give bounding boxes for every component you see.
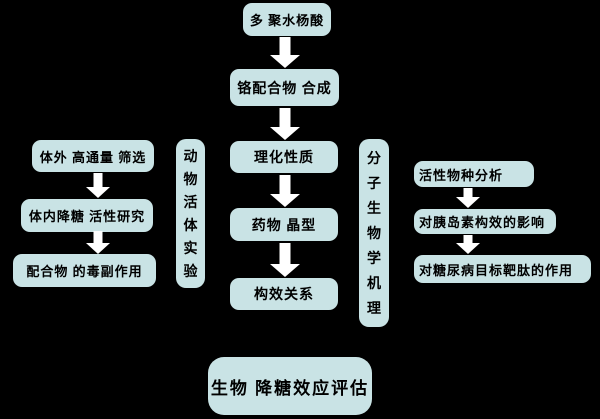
vertical-char: 机 <box>367 277 381 292</box>
vertical-char: 物 <box>367 227 381 242</box>
node-complex-toxicity: 配合物 的毒副作用 <box>13 254 156 287</box>
down-arrow-icon <box>270 108 300 140</box>
down-arrow-icon <box>270 175 300 207</box>
arrow-head <box>270 264 300 277</box>
node-biological-hypoglycemic-evaluation: 生物 降糖效应评估 <box>208 357 372 415</box>
node-in-vitro-high-throughput-screening: 体外 高通量 筛选 <box>32 140 154 172</box>
vertical-char: 子 <box>367 177 381 192</box>
down-arrow-icon <box>86 173 110 198</box>
arrow-head <box>86 187 110 198</box>
vertical-char: 物 <box>183 173 198 188</box>
node-in-vivo-hypoglycemic-activity: 体内降糖 活性研究 <box>21 199 153 232</box>
arrow-head <box>270 194 300 207</box>
node-physicochemical-properties: 理化性质 <box>230 141 338 173</box>
down-arrow-icon <box>270 243 300 277</box>
vertical-char: 分 <box>367 152 381 167</box>
vertical-char: 学 <box>367 252 381 267</box>
arrow-head <box>270 127 300 140</box>
node-insulin-sar-effect: 对胰岛素构效的影响 <box>414 209 556 234</box>
arrow-stem <box>279 108 291 127</box>
arrow-head <box>86 243 110 254</box>
vertical-char: 实 <box>183 242 198 257</box>
node-chromium-complex-synthesis: 铬配合物 合成 <box>230 69 339 106</box>
vertical-char: 生 <box>367 202 381 217</box>
vertical-char: 活 <box>183 196 198 211</box>
vertical-char: 动 <box>183 150 198 165</box>
down-arrow-icon <box>456 235 480 254</box>
arrow-stem <box>93 231 103 243</box>
down-arrow-icon <box>86 231 110 254</box>
arrow-stem <box>463 235 473 243</box>
node-molecular-biology-mechanism: 分子生物学机理 <box>359 139 389 327</box>
node-animal-live-experiment: 动物活体实验 <box>176 139 205 288</box>
vertical-char: 理 <box>367 302 381 317</box>
arrow-stem <box>279 243 291 264</box>
down-arrow-icon <box>456 188 480 208</box>
node-diabetes-target-peptide-effect: 对糖尿病目标靶肽的作用 <box>414 255 591 283</box>
vertical-char: 体 <box>183 219 198 234</box>
node-drug-crystal-form: 药物 晶型 <box>230 208 338 241</box>
node-polysalicylic-acid: 多 聚水杨酸 <box>243 3 331 36</box>
arrow-head <box>270 55 300 68</box>
vertical-char: 验 <box>183 265 198 280</box>
arrow-stem <box>279 175 291 194</box>
down-arrow-icon <box>270 37 300 68</box>
node-active-species-analysis: 活性物种分析 <box>414 161 534 187</box>
arrow-stem <box>279 37 291 55</box>
arrow-head <box>456 197 480 208</box>
arrow-stem <box>93 173 103 187</box>
node-structure-activity-relationship: 构效关系 <box>230 278 338 310</box>
arrow-stem <box>463 188 473 197</box>
arrow-head <box>456 243 480 254</box>
